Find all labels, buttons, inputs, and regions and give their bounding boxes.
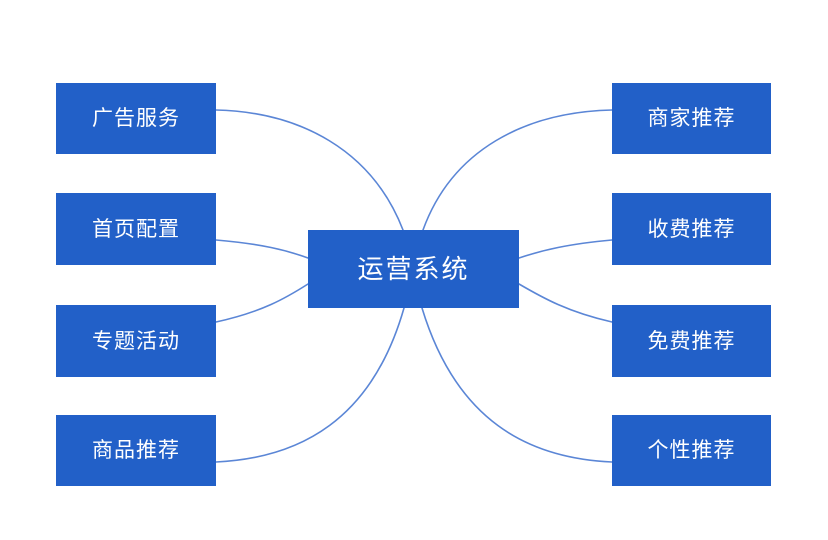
branch-node-right-3[interactable]: 免费推荐 (612, 305, 771, 377)
branch-node-label: 专题活动 (92, 329, 180, 353)
connector-7 (518, 283, 613, 323)
branch-node-right-2[interactable]: 收费推荐 (612, 193, 771, 265)
branch-node-label: 商品推荐 (92, 439, 180, 462)
connector-5 (422, 109, 613, 231)
connector-3 (215, 283, 309, 323)
center-node-label: 运营系统 (357, 254, 470, 284)
branch-node-label: 免费推荐 (647, 329, 736, 353)
connector-1 (215, 109, 404, 231)
branch-node-right-1[interactable]: 商家推荐 (612, 83, 771, 154)
connector-8 (421, 307, 613, 463)
branch-node-left-4[interactable]: 商品推荐 (56, 415, 216, 486)
branch-node-right-4[interactable]: 个性推荐 (612, 415, 771, 486)
center-node[interactable]: 运营系统 (308, 230, 519, 308)
branch-node-left-2[interactable]: 首页配置 (56, 193, 216, 265)
branch-node-label: 个性推荐 (647, 439, 736, 462)
branch-node-left-1[interactable]: 广告服务 (56, 83, 216, 154)
branch-node-label: 商家推荐 (647, 107, 736, 130)
branch-node-label: 广告服务 (92, 107, 180, 130)
connector-6 (518, 239, 613, 259)
branch-node-label: 首页配置 (92, 217, 180, 241)
branch-node-label: 收费推荐 (647, 217, 736, 241)
connector-2 (215, 239, 309, 259)
connector-4 (215, 307, 405, 463)
branch-node-left-3[interactable]: 专题活动 (56, 305, 216, 377)
